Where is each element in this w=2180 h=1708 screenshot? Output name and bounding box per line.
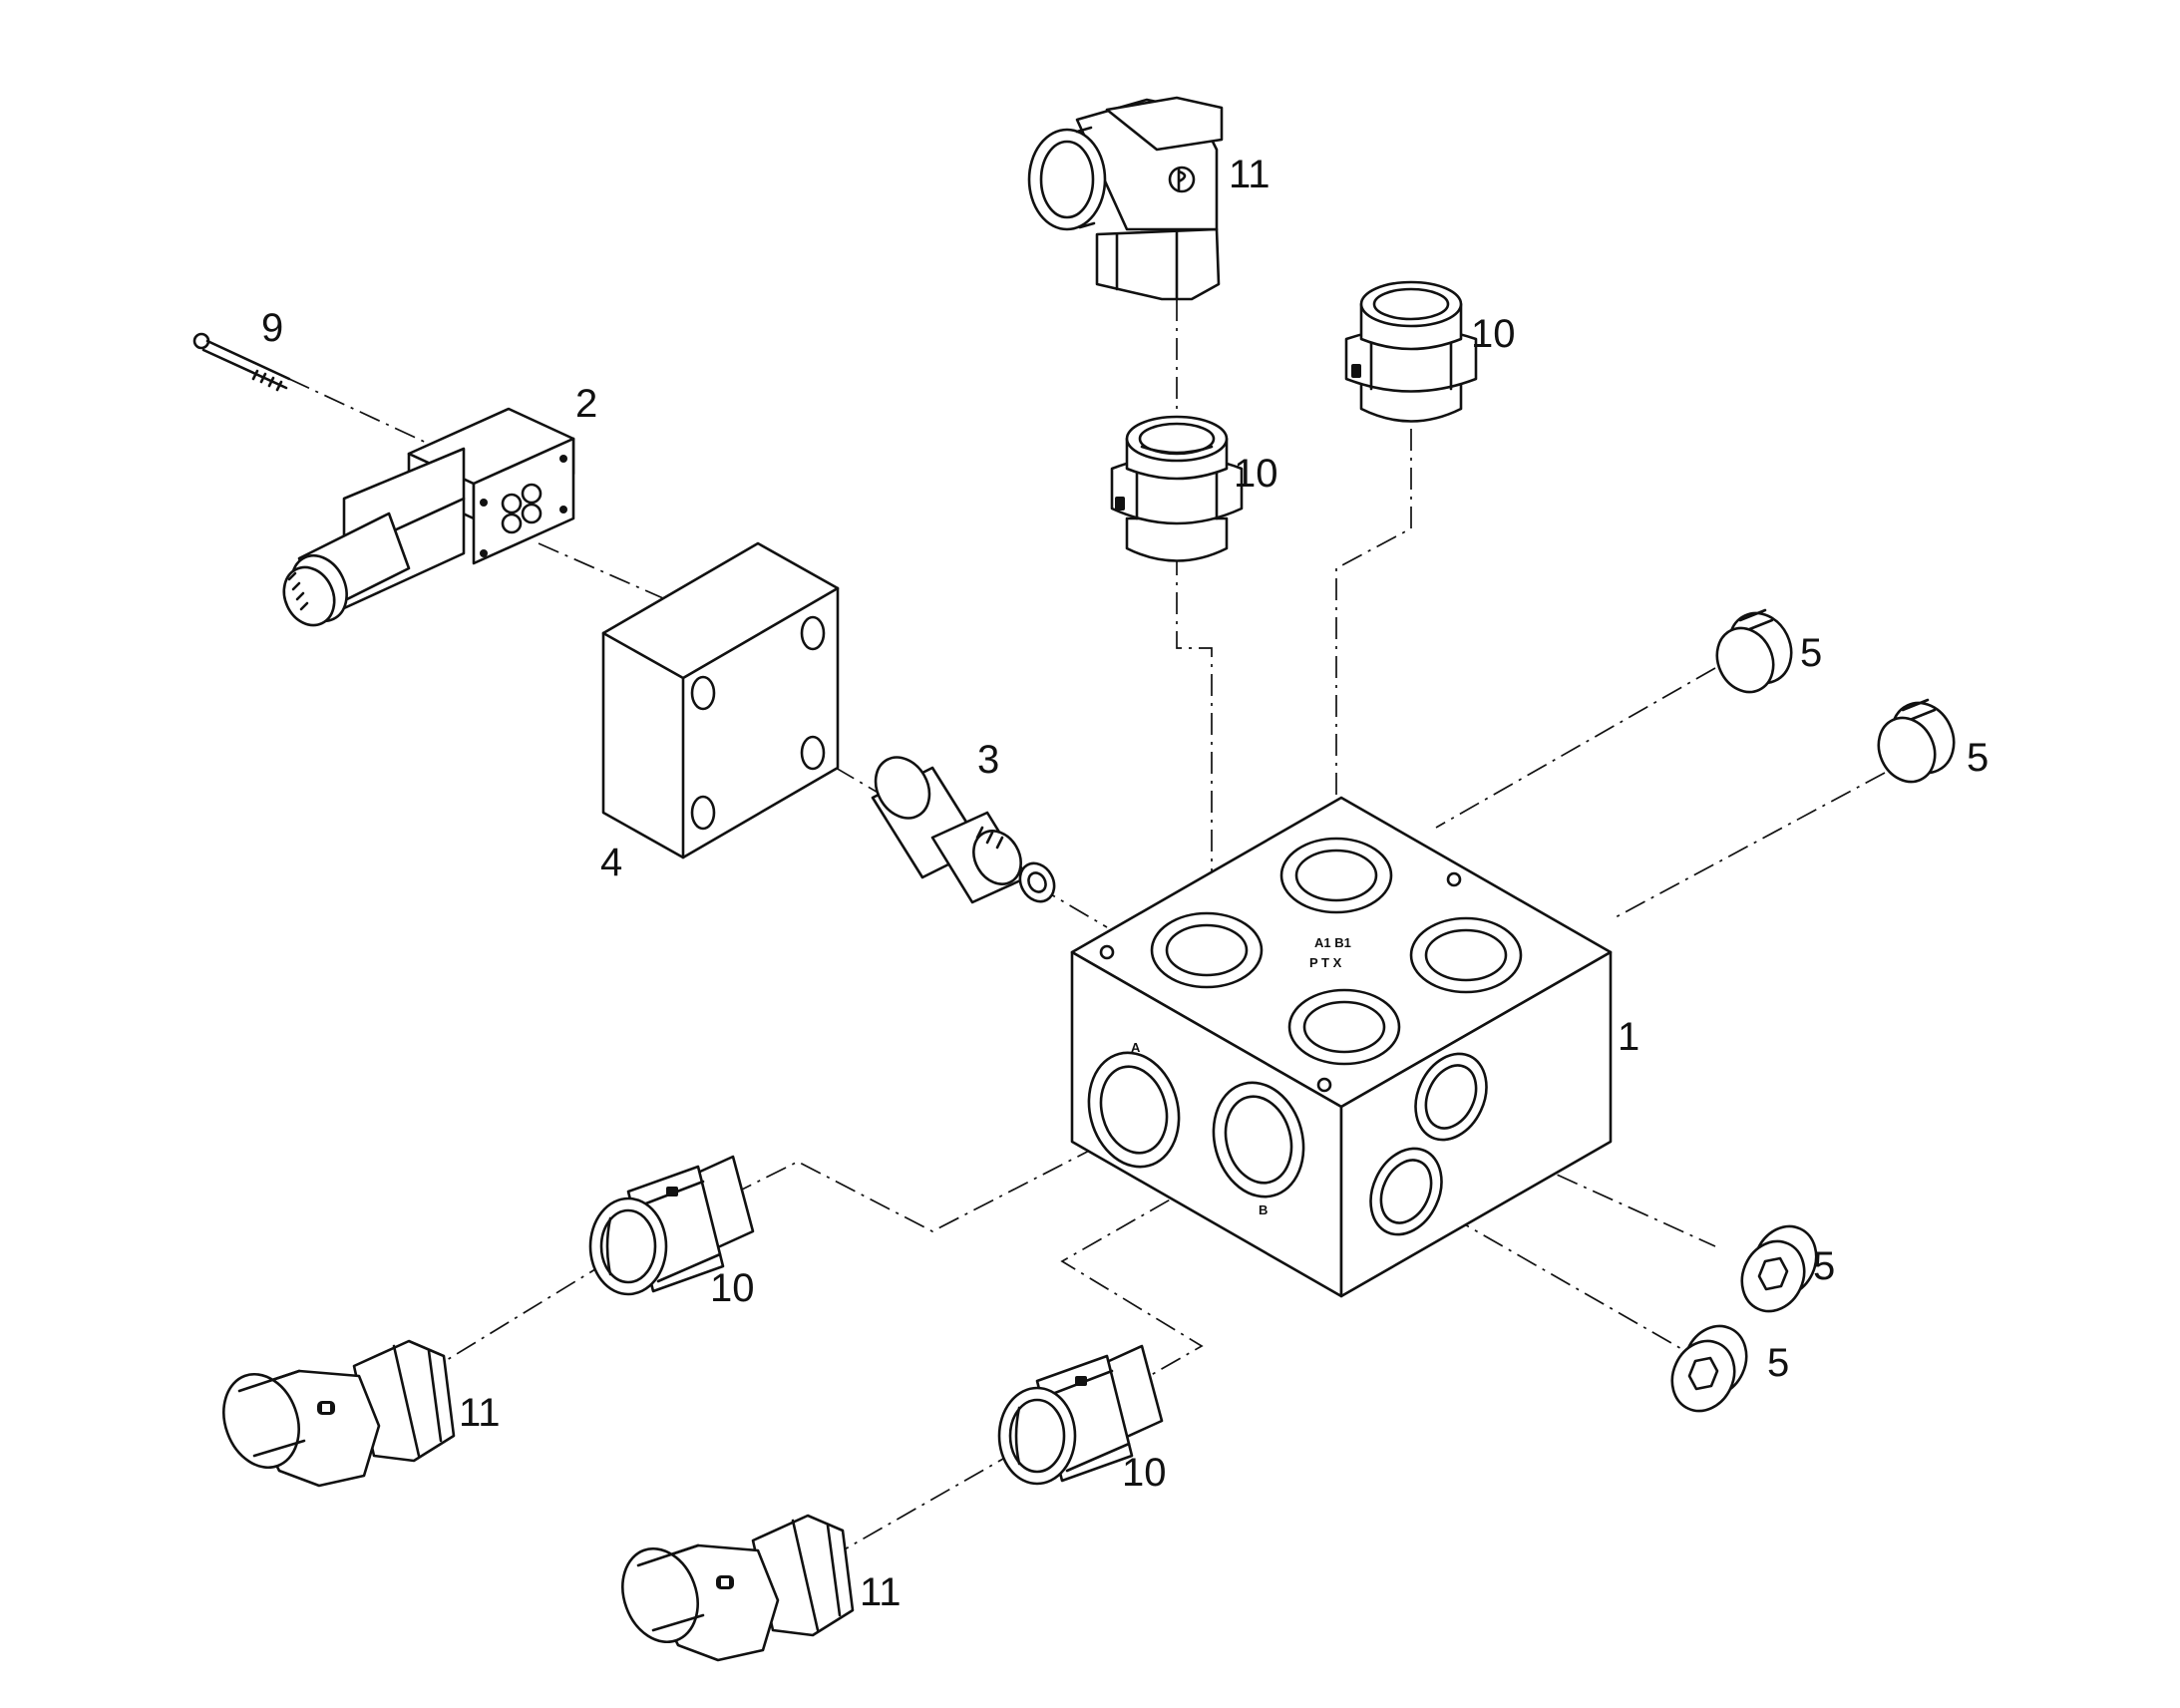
top-port-3 bbox=[1409, 916, 1523, 994]
solenoid-valve-part-2 bbox=[282, 407, 575, 627]
top-port-4 bbox=[1287, 988, 1401, 1066]
callout-10-top-right: 10 bbox=[1471, 312, 1516, 356]
callout-10-left: 10 bbox=[710, 1266, 755, 1310]
front-port-b bbox=[1212, 1081, 1305, 1198]
elbow-fitting-part-11-top bbox=[1027, 96, 1224, 301]
bolt-part-9 bbox=[192, 332, 291, 392]
plug-part-5-a bbox=[1715, 608, 1793, 694]
side-port-lower bbox=[1369, 1147, 1443, 1236]
straight-fitting-part-10-left bbox=[588, 1155, 755, 1296]
front-port-a bbox=[1087, 1051, 1181, 1169]
manifold-block-part-1: A1 B1 P T X A B bbox=[1070, 796, 1613, 1298]
cartridge-part-3 bbox=[871, 756, 1056, 904]
block-code-2: P T X bbox=[1309, 955, 1342, 970]
subplate-part-4 bbox=[601, 541, 840, 859]
elbow-fitting-part-11-left bbox=[222, 1339, 456, 1488]
callout-3: 3 bbox=[977, 738, 999, 782]
callout-labels: 11 10 10 9 2 3 4 1 5 5 5 5 10 11 10 11 bbox=[261, 153, 1989, 1614]
plug-part-5-d bbox=[1670, 1324, 1748, 1413]
callout-11-left: 11 bbox=[459, 1391, 501, 1435]
port-b-mark: B bbox=[1259, 1202, 1268, 1217]
callout-9: 9 bbox=[261, 306, 283, 350]
callout-10-mid: 10 bbox=[1234, 452, 1278, 496]
elbow-fitting-part-11-bottom bbox=[621, 1514, 855, 1662]
callout-5-a: 5 bbox=[1800, 631, 1822, 675]
port-a-mark: A bbox=[1131, 1040, 1141, 1055]
callout-10-bottom: 10 bbox=[1122, 1451, 1167, 1495]
plug-part-5-c bbox=[1740, 1224, 1818, 1313]
callout-4: 4 bbox=[600, 841, 622, 884]
block-code-1: A1 B1 bbox=[1314, 935, 1351, 950]
side-port-upper bbox=[1414, 1052, 1488, 1142]
callout-5-c: 5 bbox=[1813, 1244, 1835, 1288]
top-port-2 bbox=[1150, 911, 1264, 989]
callout-5-d: 5 bbox=[1767, 1341, 1789, 1385]
plug-part-5-b bbox=[1877, 698, 1956, 784]
callout-2: 2 bbox=[575, 382, 597, 426]
top-port-1 bbox=[1279, 837, 1393, 914]
callout-1: 1 bbox=[1618, 1015, 1639, 1059]
straight-fitting-part-10-top-right bbox=[1344, 280, 1478, 423]
callout-11-bottom: 11 bbox=[860, 1570, 902, 1614]
callout-11-top: 11 bbox=[1229, 153, 1271, 196]
straight-fitting-part-10-bottom bbox=[997, 1344, 1164, 1486]
callout-5-b: 5 bbox=[1967, 736, 1989, 780]
straight-fitting-part-10-mid bbox=[1110, 415, 1244, 562]
